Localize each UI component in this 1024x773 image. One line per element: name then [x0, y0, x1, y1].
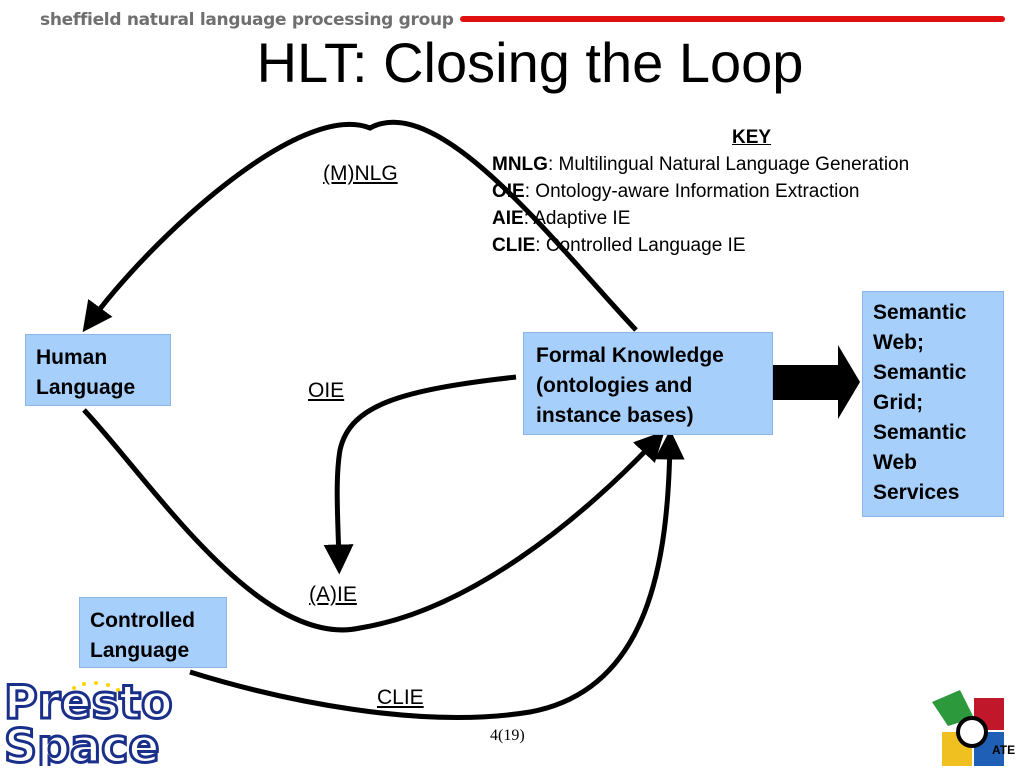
box-line: Human — [36, 346, 108, 369]
key-entry: MNLG: Multilingual Natural Language Gene… — [492, 151, 909, 178]
box-line: Semantic — [873, 301, 967, 324]
key-desc: : Controlled Language IE — [535, 235, 746, 256]
box-line: Formal Knowledge — [536, 344, 724, 367]
block-arrow — [772, 345, 860, 419]
key-term: AIE — [492, 208, 524, 229]
key-desc: : Ontology-aware Information Extraction — [524, 181, 860, 202]
key-entry: CLIE: Controlled Language IE — [492, 232, 909, 259]
box-line: Web; — [873, 331, 924, 354]
box-line: Language — [90, 639, 190, 662]
key-entry: OIE: Ontology-aware Information Extracti… — [492, 178, 909, 205]
logo-word: Presto — [4, 676, 173, 729]
page-title: HLT: Closing the Loop — [256, 31, 804, 94]
prestospace-logo: Presto Space — [3, 674, 204, 773]
prestospace-logo-graphic: Presto Space — [3, 674, 175, 773]
key-term: CLIE — [492, 235, 536, 256]
key-legend: KEY MNLG: Multilingual Natural Language … — [492, 124, 909, 259]
clie-label: CLIE — [377, 686, 424, 709]
oie-label: OIE — [308, 379, 345, 402]
box-line: Language — [36, 376, 136, 399]
human-language-box: Human Language — [25, 334, 171, 406]
aie-label: (A)IE — [309, 583, 357, 606]
box-line: Services — [873, 481, 960, 504]
page-number: 4(19) — [490, 727, 525, 744]
box-line: Web — [873, 451, 917, 474]
box-line: Controlled — [90, 609, 195, 632]
logo-word: Space — [4, 719, 160, 766]
box-line: instance bases) — [536, 404, 694, 427]
aie-arrow — [82, 408, 665, 633]
mnlg-arrow — [82, 119, 638, 333]
mnlg-label: (M)NLG — [323, 162, 398, 185]
oie-arrow — [323, 374, 517, 575]
gate-logo: ATE — [930, 688, 1024, 768]
box-line: (ontologies and — [536, 374, 693, 397]
key-entry: AIE: Adaptive IE — [492, 205, 909, 232]
box-line: Grid; — [873, 391, 924, 414]
formal-knowledge-box: Formal Knowledge (ontologies and instanc… — [523, 332, 773, 435]
controlled-language-box: Controlled Language — [79, 597, 227, 668]
header-rule — [460, 16, 1005, 22]
clie-arrow — [189, 429, 685, 720]
key-term: MNLG — [492, 154, 548, 175]
gate-logo-graphic: ATE — [932, 690, 1015, 766]
org-label: sheffield natural language processing gr… — [40, 10, 454, 30]
key-term: OIE — [492, 181, 525, 202]
key-heading: KEY — [732, 127, 772, 148]
key-desc: : Multilingual Natural Language Generati… — [547, 154, 910, 175]
box-line: Semantic — [873, 421, 967, 444]
gate-logo-text: ATE — [992, 743, 1015, 757]
box-line: Semantic — [873, 361, 967, 384]
semantic-box: Semantic Web; Semantic Grid; Semantic We… — [862, 291, 1004, 517]
key-desc: : Adaptive IE — [523, 208, 631, 229]
